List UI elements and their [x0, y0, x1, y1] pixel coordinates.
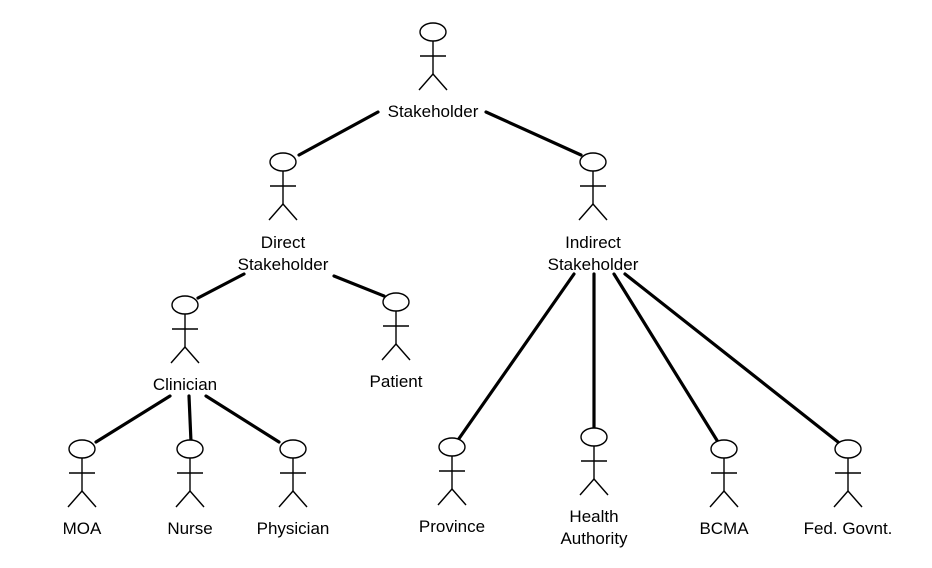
label-patient: Patient	[370, 372, 423, 391]
edges-layer	[94, 110, 840, 444]
actor-icon-physician	[278, 439, 308, 508]
actor-icon-patient	[381, 292, 411, 361]
edge-clinician-to-physician	[204, 394, 281, 444]
label-fed-govnt: Fed. Govnt.	[804, 519, 893, 538]
label-clinician: Clinician	[153, 375, 217, 394]
label-direct-line-1: Direct	[261, 233, 306, 252]
actors-layer	[67, 22, 863, 508]
edge-direct-to-patient	[332, 274, 386, 298]
edge-stakeholder-to-direct	[297, 110, 380, 157]
label-nurse: Nurse	[167, 519, 212, 538]
label-indirect-line-2: Stakeholder	[548, 255, 639, 274]
label-indirect-line-1: Indirect	[565, 233, 621, 252]
edge-clinician-to-nurse	[187, 394, 193, 444]
edge-indirect-to-fed-govnt	[623, 272, 840, 444]
actor-icon-stakeholder	[418, 22, 448, 91]
label-moa: MOA	[63, 519, 102, 538]
label-stakeholder: Stakeholder	[388, 102, 479, 121]
label-province: Province	[419, 517, 485, 536]
edge-clinician-to-moa	[94, 394, 172, 444]
label-direct-line-2: Stakeholder	[238, 255, 329, 274]
actor-icon-direct	[268, 152, 298, 221]
edge-indirect-to-bcma	[612, 272, 720, 444]
actor-icon-moa	[67, 439, 97, 508]
label-physician: Physician	[257, 519, 330, 538]
actor-icon-clinician	[170, 295, 200, 364]
actor-icon-fed-govnt	[833, 439, 863, 508]
actor-icon-bcma	[709, 439, 739, 508]
label-health-authority-line-2: Authority	[560, 529, 628, 548]
label-bcma: BCMA	[699, 519, 749, 538]
edge-stakeholder-to-indirect	[484, 110, 583, 157]
actor-icon-province	[437, 437, 467, 506]
label-health-authority-line-1: Health	[569, 507, 618, 526]
actor-icon-nurse	[175, 439, 205, 508]
edge-indirect-to-province	[456, 272, 576, 442]
labels-layer: StakeholderDirectStakeholderIndirectStak…	[63, 102, 893, 548]
actor-icon-indirect	[578, 152, 608, 221]
edge-direct-to-clinician	[196, 272, 246, 300]
actor-icon-health-authority	[579, 427, 609, 496]
